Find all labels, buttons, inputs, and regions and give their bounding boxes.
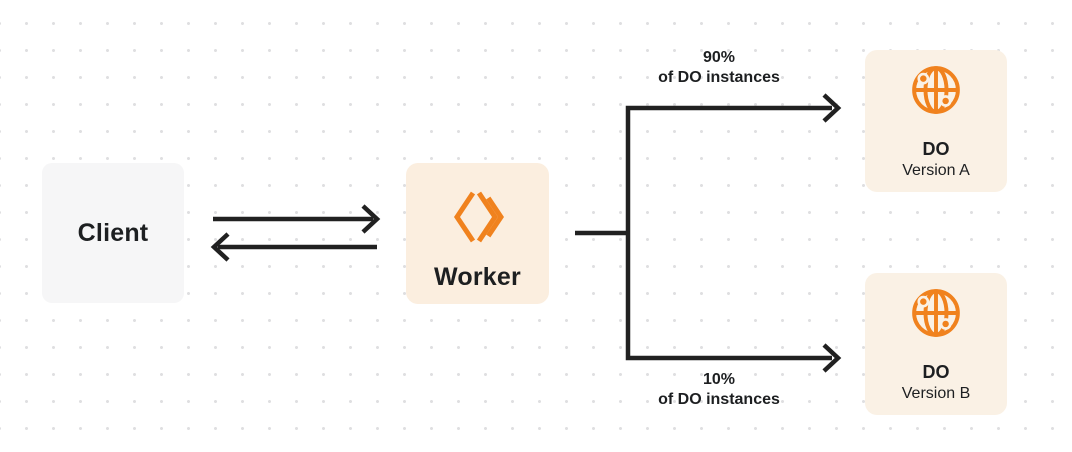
do-version-a-subtitle: Version A [902, 162, 970, 179]
do-version-b-title: DO [922, 362, 950, 382]
workers-logo-icon [453, 191, 504, 243]
bottom-branch-label: 10% of DO instances [628, 370, 810, 410]
worker-node-label: Worker [434, 263, 521, 291]
top-branch-label: 90% of DO instances [628, 48, 810, 88]
arrow-worker-to-client-head [210, 232, 230, 262]
do-version-a-title: DO [922, 139, 950, 159]
arrow-to-do-a-head [822, 93, 842, 123]
bottom-branch-percentage: 10% [702, 371, 736, 388]
bottom-branch-caption: of DO instances [658, 391, 780, 408]
do-version-b-subtitle: Version B [901, 385, 971, 402]
client-node-label: Client [77, 218, 149, 247]
top-branch-percentage: 90% [702, 49, 736, 66]
top-branch-caption: of DO instances [658, 69, 780, 86]
do-version-b-node: DO Version B [865, 273, 1007, 415]
arrow-client-to-worker-head [361, 204, 381, 234]
durable-object-globe-icon [912, 289, 960, 337]
do-version-a-node: DO Version A [865, 50, 1007, 192]
client-node: Client [42, 163, 184, 303]
durable-object-globe-icon [912, 66, 960, 114]
arrow-to-do-b-head [822, 343, 842, 373]
branch-trunk-line [625, 105, 832, 361]
worker-node: Worker [406, 163, 549, 304]
